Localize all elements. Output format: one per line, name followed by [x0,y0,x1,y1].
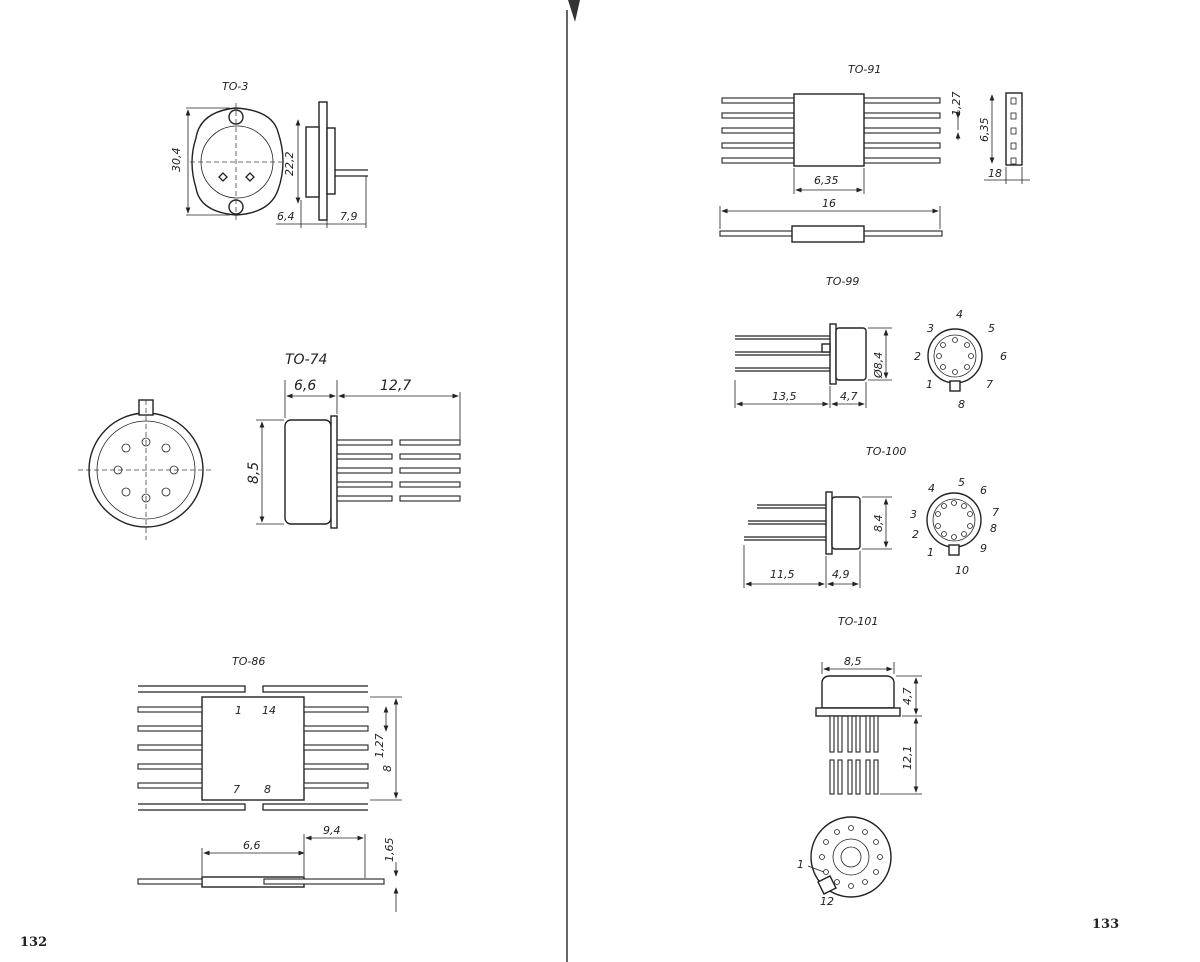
to86-dim-thickness: 1,65 [383,838,396,863]
to91-package-drawing: ТО-91 6,35 1,27 6,35 18 [719,63,1030,243]
to100-pin-6: 6 [980,484,987,497]
to100-dim-diameter: 8,4 [872,515,885,533]
to100-pin-1: 1 [927,546,934,559]
to86-pin-1: 1 [235,704,242,717]
to100-dim-lead: 11,5 [770,568,795,581]
to101-dim-height: 4,7 [901,688,914,706]
to101-dim-lead: 12,1 [901,746,914,771]
to101-title: ТО-101 [838,615,878,628]
to100-pin-10: 10 [955,564,969,577]
to101-dim-diameter: 8,5 [844,655,862,668]
to74-package-drawing: ТО-74 6,6 12,7 8,5 [78,352,461,540]
to99-pin-7: 7 [986,378,993,391]
to99-pin-4: 4 [956,308,963,321]
to99-pin-holes [936,337,974,375]
to100-pin-7: 7 [992,506,999,519]
to99-pin-5: 5 [988,322,995,335]
to3-dim-lead: 7,9 [340,210,358,223]
to74-dim-lead: 12,7 [380,378,411,394]
to100-pin-3: 3 [910,508,917,521]
to100-pin-4: 4 [928,482,935,495]
to100-pin-5: 5 [958,476,965,489]
to99-dim-lead: 13,5 [772,390,797,403]
to74-pin-circle [113,437,179,503]
book-spine [566,0,580,962]
to99-pin-8: 8 [958,398,965,411]
to86-dim-height: 8 [381,765,394,772]
to101-pin-12: 12 [820,895,834,908]
to3-dim-height: 30,4 [170,148,183,173]
to86-dim-body-width: 6,6 [243,839,261,852]
to100-pin-2: 2 [912,528,919,541]
to74-title: ТО-74 [285,352,327,368]
to91-dim-thickness: 18 [988,167,1002,180]
to99-pin-6: 6 [1000,350,1007,363]
to91-end-pins [1010,97,1017,165]
to86-title: ТО-86 [232,655,265,668]
to86-pin-14: 14 [262,704,276,717]
to99-package-drawing: ТО-99 Ø8,4 13,5 4,7 1 2 3 4 [734,275,1007,411]
to99-dim-body: 4,7 [840,390,858,403]
to86-dim-pitch: 1,27 [373,734,386,759]
to99-dim-diameter: Ø8,4 [872,352,885,379]
to3-dim-base: 6,4 [277,210,295,223]
to91-leads [721,97,941,164]
to86-pin-7: 7 [233,783,240,796]
to99-pin-2: 2 [914,350,921,363]
to74-dim-body: 6,6 [294,378,316,394]
to100-pin-holes [935,500,973,540]
to99-leads [735,335,830,372]
page-number-right: 133 [1092,917,1119,932]
to3-dim-body: 22,2 [283,152,296,177]
to86-dim-lead-length: 9,4 [323,824,341,837]
to99-pin-3: 3 [927,322,934,335]
to74-dim-height: 8,5 [246,462,262,484]
to91-dim-body-width: 6,35 [814,174,839,187]
to99-pin-1: 1 [926,378,933,391]
to100-title: ТО-100 [866,445,906,458]
to100-dim-body: 4,9 [832,568,850,581]
to101-pin-holes [819,825,883,889]
to86-pin-8: 8 [264,783,271,796]
to100-package-drawing: ТО-100 8,4 11,5 4,9 1 2 3 [743,445,999,588]
to101-package-drawing: ТО-101 8,5 4,7 12,1 [797,615,922,908]
to101-pin-1: 1 [797,858,804,871]
to91-dim-pitch: 1,27 [950,92,963,117]
to86-leads-right [262,685,369,811]
to91-dim-body-height: 6,35 [978,118,991,143]
to101-leads [829,715,879,795]
to3-title: ТО-3 [222,80,248,93]
to74-leads [336,439,461,502]
to100-pin-8: 8 [990,522,997,535]
page-number-left: 132 [20,935,47,950]
to86-leads-left [137,685,246,811]
to100-leads [744,504,826,541]
to86-package-drawing: ТО-86 1 14 7 8 1,27 8 [137,655,402,912]
to100-pin-9: 9 [980,542,987,555]
to91-dim-length: 16 [822,197,836,210]
to99-title: ТО-99 [826,275,859,288]
to3-package-drawing: ТО-3 30,4 22,2 6,4 7,9 [170,80,368,228]
to91-title: ТО-91 [848,63,881,76]
